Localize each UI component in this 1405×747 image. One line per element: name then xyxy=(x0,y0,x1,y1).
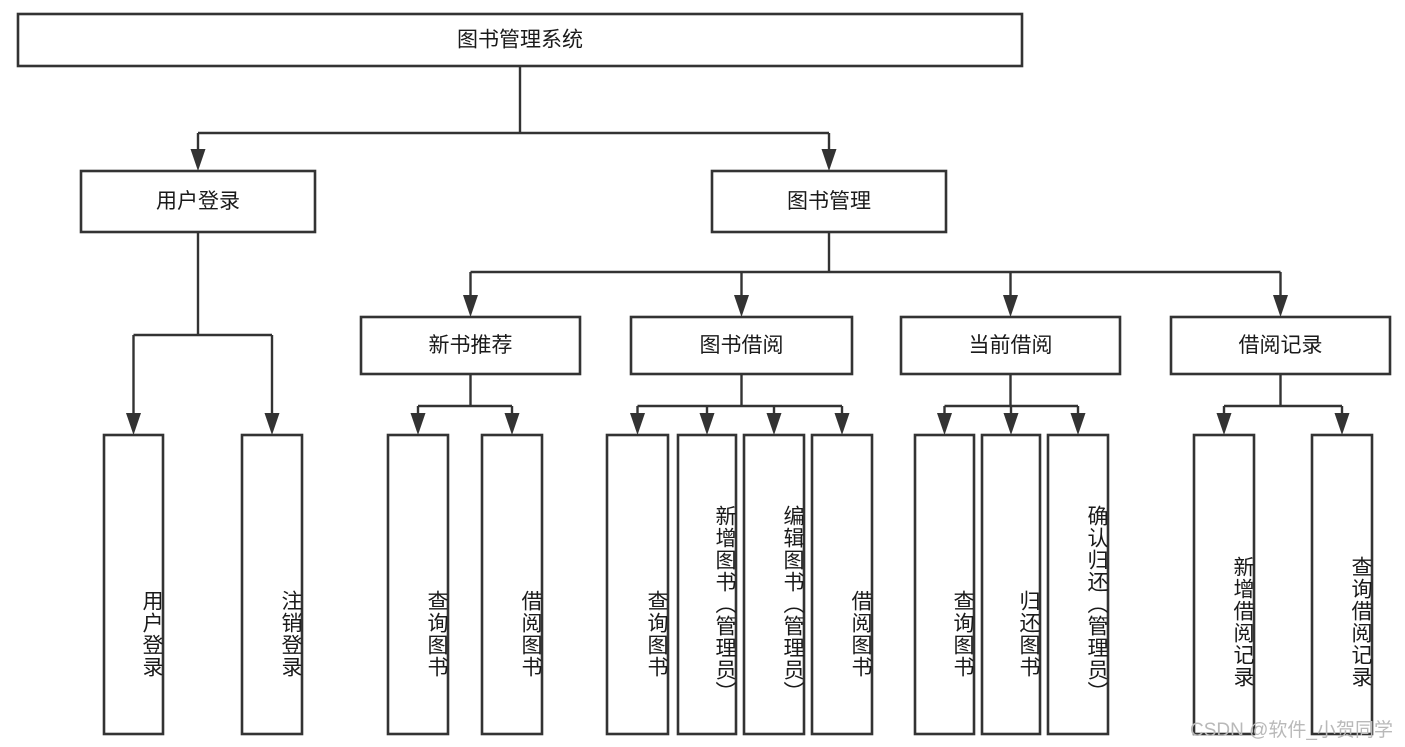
arrow-head-icon xyxy=(1003,413,1019,435)
arrow-head-icon xyxy=(264,413,280,435)
node-leaf-7[interactable] xyxy=(810,433,874,736)
arrow-head-icon xyxy=(463,295,478,317)
boxes-layer xyxy=(16,12,1392,736)
arrow-head-icon xyxy=(937,413,952,435)
node-leaf-6[interactable] xyxy=(742,433,806,736)
node-level2-1[interactable] xyxy=(710,169,948,234)
node-level2-0[interactable] xyxy=(79,169,317,234)
node-root-图书管理系统[interactable] xyxy=(16,12,1024,68)
csdn-watermark: CSDN @软件_小贺同学 xyxy=(1190,720,1393,741)
node-leaf-12[interactable] xyxy=(1310,433,1374,736)
arrow-head-icon xyxy=(1003,295,1018,317)
node-level3-label-0: 新书推荐 xyxy=(429,334,513,357)
arrow-head-icon xyxy=(834,413,850,435)
arrow-head-icon xyxy=(504,413,520,435)
node-level3-label-2: 当前借阅 xyxy=(969,334,1053,357)
node-leaf-5[interactable] xyxy=(676,433,738,736)
arrow-head-icon xyxy=(410,413,426,435)
node-level3-0[interactable] xyxy=(359,315,582,376)
node-level3-label-3: 借阅记录 xyxy=(1239,334,1323,357)
node-leaf-9[interactable] xyxy=(980,433,1042,736)
arrow-head-icon xyxy=(630,413,645,435)
node-leaf-4[interactable] xyxy=(605,433,670,736)
node-level2-label-1: 图书管理 xyxy=(787,190,871,213)
node-leaf-3[interactable] xyxy=(480,433,544,736)
arrow-head-icon xyxy=(734,295,749,317)
node-leaf-11[interactable] xyxy=(1192,433,1256,736)
node-root-label: 图书管理系统 xyxy=(457,29,583,52)
arrow-head-icon xyxy=(699,413,715,435)
node-leaf-0[interactable] xyxy=(102,433,165,736)
arrow-head-icon xyxy=(766,413,782,435)
arrow-head-icon xyxy=(1273,295,1288,317)
node-level3-2[interactable] xyxy=(899,315,1122,376)
arrow-head-icon xyxy=(126,413,141,435)
arrow-head-icon xyxy=(821,149,837,171)
arrow-head-icon xyxy=(190,149,206,171)
arrow-head-icon xyxy=(1070,413,1086,435)
arrow-head-icon xyxy=(1216,413,1232,435)
node-leaf-8[interactable] xyxy=(913,433,976,736)
node-leaf-10[interactable] xyxy=(1046,433,1110,736)
node-leaf-2[interactable] xyxy=(386,433,450,736)
edges-layer xyxy=(126,66,1350,435)
node-level3-3[interactable] xyxy=(1169,315,1392,376)
arrow-head-icon xyxy=(1334,413,1350,435)
node-level2-label-0: 用户登录 xyxy=(156,190,240,213)
node-leaf-1[interactable] xyxy=(240,433,304,736)
node-level3-label-1: 图书借阅 xyxy=(700,334,784,357)
node-level3-1[interactable] xyxy=(629,315,854,376)
